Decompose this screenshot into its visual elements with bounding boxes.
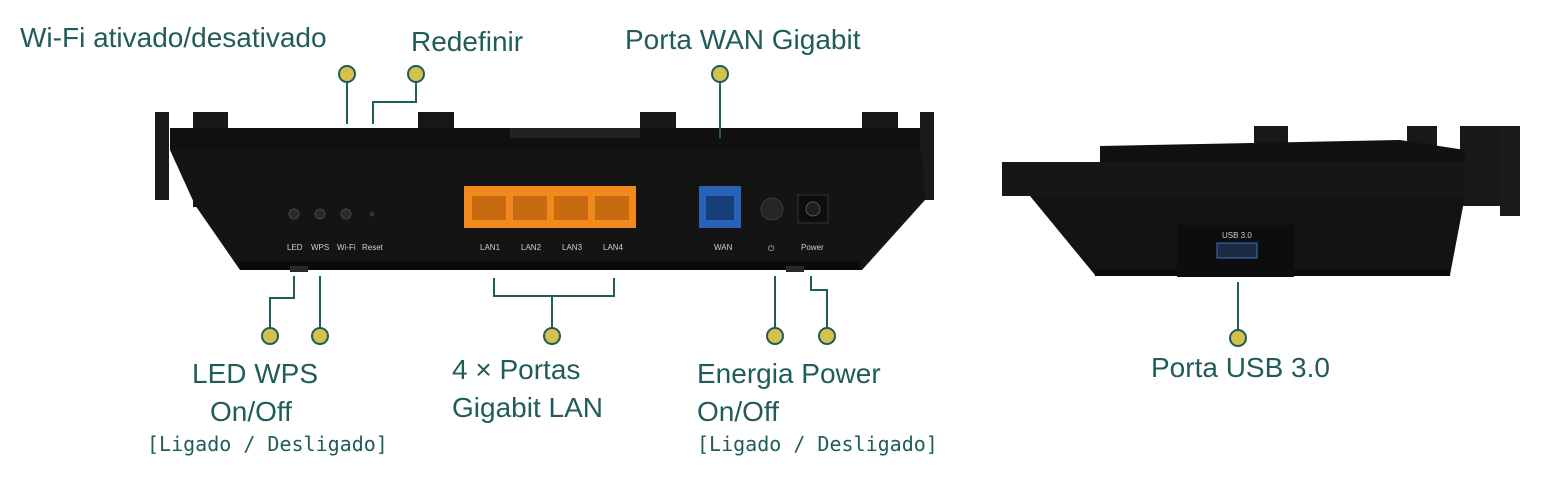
label-power: Energia Power — [697, 358, 881, 389]
callout-dot-power-jack — [818, 327, 836, 345]
label-lan-count: 4 × Portas — [452, 354, 581, 385]
device-label-lan1: LAN1 — [480, 243, 501, 252]
device-label-wps: WPS — [311, 243, 329, 252]
label-wifi-toggle: Wi-Fi ativado/desativado — [20, 22, 327, 53]
device-label-lan4: LAN4 — [603, 243, 624, 252]
callout-dot-led — [261, 327, 279, 345]
router-side-view: USB 3.0 — [1002, 126, 1520, 277]
callout-dot-wps — [311, 327, 329, 345]
leader-lines — [269, 82, 1239, 330]
label-wan-port: Porta WAN Gigabit — [625, 24, 861, 55]
label-power-sub: [Ligado / Desligado] — [697, 432, 938, 456]
label-reset: Redefinir — [411, 26, 524, 57]
callout-dot-wifi — [338, 65, 356, 83]
callout-dot-lan — [543, 327, 561, 345]
device-label-power: Power — [801, 243, 824, 252]
label-led-wps: LED WPS — [192, 358, 319, 389]
callout-dot-reset — [407, 65, 425, 83]
label-lan-gigabit: Gigabit LAN — [452, 392, 603, 423]
router-back-view — [155, 112, 934, 272]
router-back-port-labels: LED WPS Wi-Fi Reset LAN1 LAN2 LAN3 LAN4 … — [287, 243, 824, 253]
device-label-usb: USB 3.0 — [1222, 231, 1252, 240]
device-label-lan3: LAN3 — [562, 243, 583, 252]
label-usb-port: Porta USB 3.0 — [1151, 352, 1330, 383]
device-label-wan: WAN — [714, 243, 733, 252]
device-label-wifi: Wi-Fi — [337, 243, 356, 252]
callout-dot-wan — [711, 65, 729, 83]
device-label-power-symbol: ⏻ — [768, 244, 775, 253]
device-label-led: LED — [287, 243, 303, 252]
label-led-wps-onoff: On/Off — [210, 396, 292, 427]
label-led-wps-sub: [Ligado / Desligado] — [147, 432, 388, 456]
callout-dot-usb — [1229, 329, 1247, 347]
callout-dot-power-button — [766, 327, 784, 345]
device-label-reset: Reset — [362, 243, 384, 252]
device-label-lan2: LAN2 — [521, 243, 542, 252]
label-power-onoff: On/Off — [697, 396, 779, 427]
